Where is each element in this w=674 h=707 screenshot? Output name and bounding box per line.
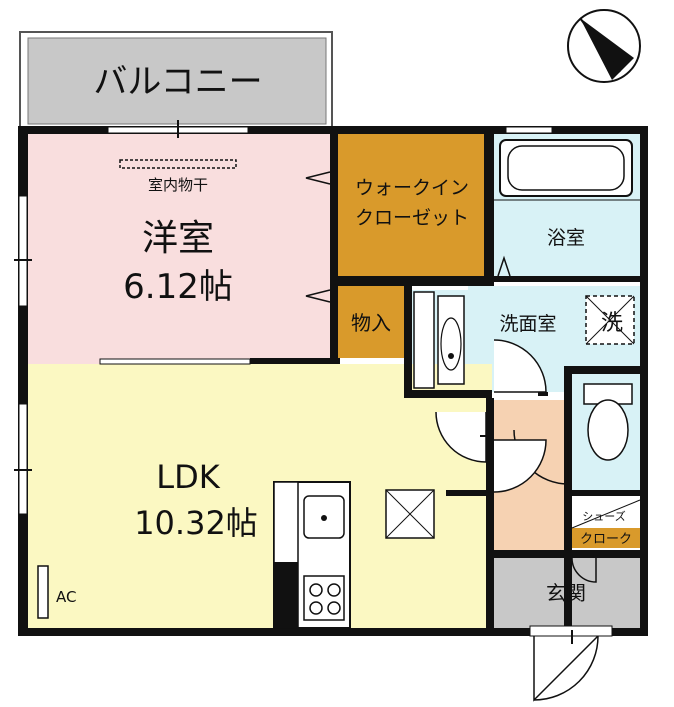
balcony-area: バルコニー bbox=[19, 31, 333, 129]
ldk-door-icon bbox=[435, 411, 487, 463]
ac-label: AC bbox=[56, 588, 76, 606]
western-room: 室内物干 洋室 6.12帖 bbox=[99, 159, 331, 365]
shoe-closet-label-1: シューズ bbox=[582, 509, 625, 523]
bathtub-icon bbox=[499, 139, 633, 197]
toilet-room bbox=[513, 383, 633, 485]
washroom-door-icon bbox=[493, 339, 547, 393]
drying-rail-label: 室内物干 bbox=[148, 176, 208, 194]
ac-unit-icon bbox=[37, 565, 49, 619]
shoe-closet: シューズ クローク bbox=[571, 499, 641, 547]
washroom: 洗面室 洗 bbox=[413, 291, 635, 396]
washer-pan-icon: 洗 bbox=[585, 295, 635, 345]
sliding-door bbox=[99, 358, 251, 365]
interior-walls bbox=[250, 134, 644, 630]
toilet-icon bbox=[583, 383, 633, 461]
sink-icon bbox=[437, 295, 465, 385]
sink-icon bbox=[303, 495, 345, 539]
north-arrow-icon bbox=[567, 9, 641, 83]
bathroom-label: 浴室 bbox=[547, 227, 585, 249]
walk-in-closet: ウォークイン クローゼット bbox=[355, 177, 469, 229]
entrance: 玄関 bbox=[529, 557, 613, 702]
ldk-size: 10.32帖 bbox=[134, 504, 258, 542]
closet-door-icon bbox=[305, 171, 331, 185]
stove-icon bbox=[303, 575, 345, 621]
shoe-closet-label-bg bbox=[572, 528, 640, 548]
walk-in-closet-label-1: ウォークイン bbox=[355, 177, 469, 199]
hallway-door-icon bbox=[493, 439, 547, 493]
walk-in-closet-fill bbox=[338, 134, 484, 276]
ldk-label: LDK bbox=[156, 458, 220, 496]
western-room-label: 洋室 bbox=[142, 218, 214, 259]
western-room-fill bbox=[28, 134, 330, 364]
floor-hatch-icon bbox=[385, 489, 435, 539]
washroom-label: 洗面室 bbox=[499, 313, 556, 335]
entrance-door-icon bbox=[533, 635, 599, 702]
shoe-door-icon bbox=[571, 557, 597, 583]
entrance-label: 玄関 bbox=[546, 581, 586, 605]
ldk: LDK 10.32帖 AC bbox=[37, 458, 435, 629]
western-room-size: 6.12帖 bbox=[123, 267, 233, 307]
bath-door-icon bbox=[497, 255, 511, 277]
drying-rail-icon bbox=[119, 159, 237, 169]
outer-walls bbox=[18, 126, 648, 636]
walk-in-closet-label-2: クローゼット bbox=[355, 207, 469, 229]
storage: 物入 bbox=[351, 311, 391, 335]
shoe-closet-label-2: クローク bbox=[580, 532, 632, 547]
balcony-label: バルコニー bbox=[93, 62, 262, 102]
storage-fill bbox=[338, 286, 404, 358]
window-openings bbox=[14, 120, 553, 515]
washer-label: 洗 bbox=[601, 311, 623, 336]
bathroom: 浴室 bbox=[494, 139, 642, 277]
closet-door-icon-2 bbox=[305, 289, 331, 303]
storage-label: 物入 bbox=[351, 311, 391, 335]
